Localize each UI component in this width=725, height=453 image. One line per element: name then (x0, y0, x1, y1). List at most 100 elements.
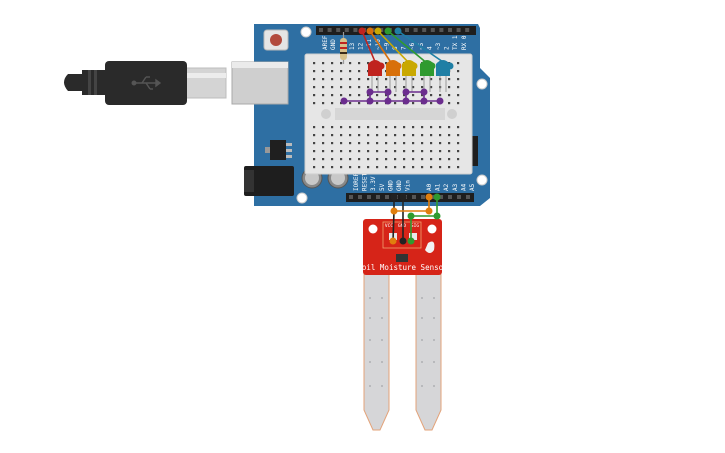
breadboard-hole[interactable] (358, 62, 361, 65)
breadboard-hole[interactable] (358, 166, 361, 169)
breadboard-hole[interactable] (448, 166, 451, 169)
breadboard-hole[interactable] (376, 94, 379, 97)
breadboard-hole[interactable] (403, 158, 406, 161)
breadboard-hole[interactable] (430, 86, 433, 89)
breadboard-hole[interactable] (367, 94, 370, 97)
breadboard-hole[interactable] (349, 158, 352, 161)
breadboard-hole[interactable] (322, 102, 325, 105)
breadboard-hole[interactable] (340, 166, 343, 169)
reset-button[interactable] (270, 34, 282, 46)
breadboard-hole[interactable] (412, 102, 415, 105)
breadboard-hole[interactable] (421, 166, 424, 169)
breadboard-hole[interactable] (349, 126, 352, 129)
breadboard-hole[interactable] (313, 166, 316, 169)
breadboard-hole[interactable] (322, 166, 325, 169)
breadboard-hole[interactable] (457, 126, 460, 129)
header-pin[interactable] (448, 28, 452, 32)
breadboard-hole[interactable] (457, 94, 460, 97)
header-pin[interactable] (358, 195, 362, 199)
breadboard-hole[interactable] (349, 94, 352, 97)
breadboard-hole[interactable] (448, 78, 451, 81)
header-pin[interactable] (327, 28, 332, 32)
breadboard-hole[interactable] (430, 94, 433, 97)
breadboard-hole[interactable] (421, 158, 424, 161)
breadboard-hole[interactable] (358, 70, 361, 73)
breadboard-hole[interactable] (439, 126, 442, 129)
breadboard-hole[interactable] (412, 166, 415, 169)
header-pin[interactable] (385, 195, 389, 199)
breadboard-hole[interactable] (403, 86, 406, 89)
breadboard-hole[interactable] (313, 134, 316, 137)
breadboard-hole[interactable] (448, 86, 451, 89)
breadboard-hole[interactable] (412, 86, 415, 89)
breadboard-hole[interactable] (331, 62, 334, 65)
header-pin[interactable] (430, 28, 435, 32)
breadboard-hole[interactable] (331, 158, 334, 161)
breadboard-hole[interactable] (331, 102, 334, 105)
breadboard-hole[interactable] (322, 158, 325, 161)
breadboard-hole[interactable] (394, 94, 397, 97)
breadboard-hole[interactable] (322, 86, 325, 89)
breadboard-hole[interactable] (403, 150, 406, 153)
breadboard-hole[interactable] (448, 94, 451, 97)
breadboard-hole[interactable] (313, 94, 316, 97)
breadboard-hole[interactable] (421, 134, 424, 137)
breadboard-hole[interactable] (349, 134, 352, 137)
breadboard-hole[interactable] (457, 102, 460, 105)
breadboard-hole[interactable] (385, 62, 388, 65)
breadboard-hole[interactable] (376, 142, 379, 145)
breadboard-hole[interactable] (322, 62, 325, 65)
breadboard-hole[interactable] (331, 94, 334, 97)
breadboard-hole[interactable] (403, 134, 406, 137)
breadboard-hole[interactable] (457, 62, 460, 65)
breadboard-hole[interactable] (376, 166, 379, 169)
breadboard-hole[interactable] (403, 78, 406, 81)
breadboard-hole[interactable] (394, 86, 397, 89)
breadboard-hole[interactable] (421, 126, 424, 129)
breadboard-hole[interactable] (358, 142, 361, 145)
breadboard-hole[interactable] (376, 150, 379, 153)
breadboard-hole[interactable] (358, 86, 361, 89)
breadboard-hole[interactable] (322, 142, 325, 145)
breadboard-hole[interactable] (385, 142, 388, 145)
header-pin[interactable] (336, 28, 341, 32)
header-pin[interactable] (319, 28, 323, 32)
breadboard-hole[interactable] (457, 134, 460, 137)
header-pin[interactable] (465, 28, 470, 32)
breadboard-hole[interactable] (457, 158, 460, 161)
breadboard-hole[interactable] (340, 134, 343, 137)
header-pin[interactable] (376, 195, 380, 199)
breadboard-hole[interactable] (313, 150, 316, 153)
breadboard-hole[interactable] (331, 86, 334, 89)
resistor[interactable] (340, 32, 347, 64)
breadboard-hole[interactable] (313, 158, 316, 161)
breadboard-hole[interactable] (457, 86, 460, 89)
header-pin[interactable] (344, 28, 349, 32)
breadboard-hole[interactable] (430, 166, 433, 169)
breadboard-hole[interactable] (367, 158, 370, 161)
breadboard-hole[interactable] (322, 94, 325, 97)
breadboard-hole[interactable] (412, 150, 415, 153)
breadboard-hole[interactable] (421, 86, 424, 89)
breadboard-hole[interactable] (439, 166, 442, 169)
breadboard-hole[interactable] (412, 134, 415, 137)
breadboard-hole[interactable] (439, 94, 442, 97)
breadboard-hole[interactable] (340, 102, 343, 105)
breadboard-hole[interactable] (376, 78, 379, 81)
breadboard-hole[interactable] (457, 78, 460, 81)
breadboard-hole[interactable] (313, 62, 316, 65)
breadboard-hole[interactable] (421, 142, 424, 145)
breadboard-hole[interactable] (448, 102, 451, 105)
breadboard-hole[interactable] (331, 142, 334, 145)
breadboard-hole[interactable] (367, 134, 370, 137)
header-pin[interactable] (439, 28, 444, 32)
breadboard-hole[interactable] (340, 62, 343, 65)
breadboard-hole[interactable] (349, 102, 352, 105)
breadboard-hole[interactable] (394, 142, 397, 145)
breadboard-hole[interactable] (439, 142, 442, 145)
header-pin[interactable] (405, 28, 409, 32)
breadboard-hole[interactable] (340, 158, 343, 161)
breadboard-hole[interactable] (394, 78, 397, 81)
breadboard-hole[interactable] (430, 134, 433, 137)
breadboard-hole[interactable] (322, 134, 325, 137)
